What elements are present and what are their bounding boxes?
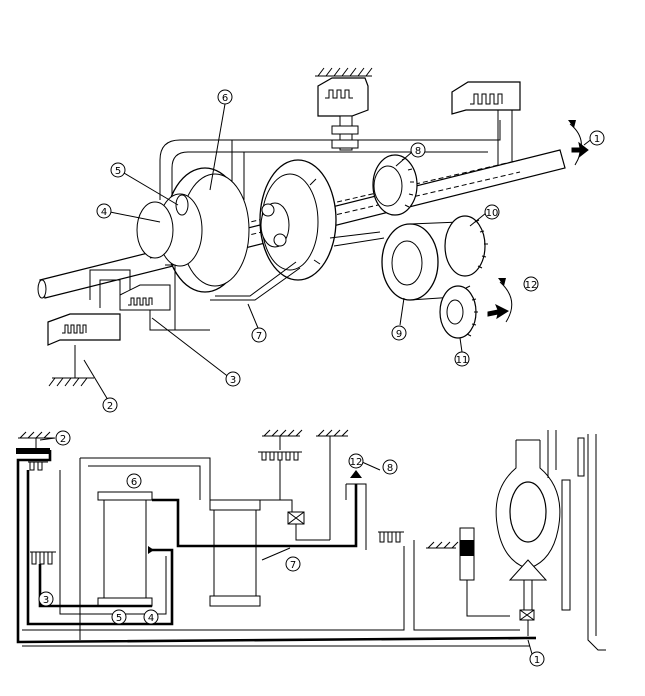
callout-11-top-label: 11: [456, 355, 469, 366]
callout-7-top-label: 7: [256, 331, 262, 342]
callout-2-bottom-label: 2: [60, 434, 66, 445]
callout-1-bottom: 1: [529, 651, 545, 667]
upper-brake-housing: [317, 77, 369, 151]
torque-converter: [495, 439, 561, 636]
callout-2-bottom: 2: [55, 430, 71, 446]
callout-6-bottom: 6: [126, 473, 142, 489]
planetary-set-left: [136, 167, 250, 293]
output-gear-9-10: [381, 215, 488, 301]
power-flow-path: [16, 450, 536, 644]
callout-6-bottom-label: 6: [131, 477, 137, 488]
callout-2-top-label: 2: [107, 401, 113, 412]
callout-6-top-label: 6: [222, 93, 228, 104]
callout-11-top: 11: [454, 351, 470, 367]
output-gear-11: [439, 285, 478, 339]
callout-8-bottom-label: 8: [387, 463, 393, 474]
callout-7-bottom-label: 7: [290, 560, 296, 571]
callout-5-top-label: 5: [115, 166, 121, 177]
rotation-arrow-1-icon: [569, 123, 582, 166]
callout-12-bottom: 12: [348, 453, 364, 469]
brake-comb-top: [258, 451, 302, 461]
callout-3-bottom-label: 3: [43, 595, 49, 606]
planetary-set-right: [259, 159, 337, 281]
callout-10-top: 10: [484, 204, 500, 220]
output-arrow-icon: [487, 303, 510, 320]
ground-brake-2: [47, 313, 121, 387]
callout-4-top: 4: [96, 203, 112, 219]
brake-2-band: [16, 448, 50, 454]
callout-8-top: 8: [410, 142, 426, 158]
clutch-3-symbol: [30, 551, 56, 565]
schematic-drawing: 2 12 8 6 7 3 5 4: [16, 429, 606, 667]
callout-4-top-label: 4: [101, 207, 107, 218]
callout-5-bottom: 5: [111, 609, 127, 625]
callout-12-top-label: 12: [525, 280, 538, 291]
ground-hatch-upper: [315, 67, 373, 77]
brake-comb-right: [378, 531, 404, 543]
callout-3-bottom: 3: [38, 591, 54, 607]
rotation-arrow-12-icon: [499, 281, 513, 323]
callout-3-top-label: 3: [230, 375, 236, 386]
callout-5-top: 5: [110, 162, 126, 178]
cutaway-drawing: 6 5 4 8 1 10 12 7: [37, 67, 605, 413]
callout-9-top-label: 9: [396, 329, 402, 340]
callout-7-bottom: 7: [285, 556, 301, 572]
callout-3-top: 3: [225, 371, 241, 387]
callout-12-bottom-label: 12: [350, 457, 363, 468]
lower-brake-linkage: [89, 264, 210, 331]
right-brake-block: [451, 81, 521, 170]
callout-12-top: 12: [523, 276, 539, 292]
callout-7-top: 7: [251, 327, 267, 343]
gear-8: [372, 154, 418, 216]
callout-8-bottom: 8: [382, 459, 398, 475]
callout-9-top: 9: [391, 325, 407, 341]
input-arrow-icon: [571, 141, 589, 159]
callout-8-top-label: 8: [415, 146, 421, 157]
frame-arm-outer: [159, 120, 501, 200]
callout-1-top: 1: [589, 130, 605, 146]
callout-1-bottom-label: 1: [534, 655, 540, 666]
callout-2-top: 2: [102, 397, 118, 413]
callout-6-top: 6: [217, 89, 233, 105]
leader-lines: [83, 103, 594, 401]
carrier-6-bar: [97, 491, 153, 501]
callout-1-top-label: 1: [594, 134, 600, 145]
callout-4-bottom: 4: [143, 609, 159, 625]
callout-5-bottom-label: 5: [116, 613, 122, 624]
callout-4-bottom-label: 4: [148, 613, 154, 624]
callout-10-top-label: 10: [486, 208, 499, 219]
